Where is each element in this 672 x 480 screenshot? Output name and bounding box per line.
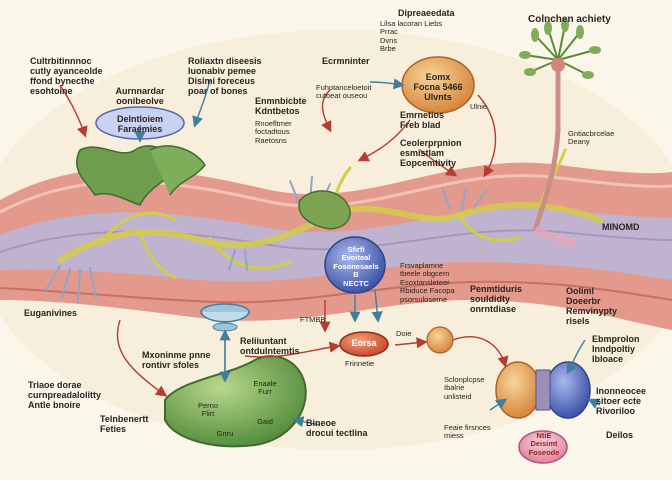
label-diseased-items: Lilsa lacoran Liebs Prrac Dvns Brbe [380, 19, 443, 54]
green-tissue-center [298, 190, 351, 230]
label-blue-cell-note: Frsvaplamne tbeele obgcem Esoxtansleteer… [400, 261, 455, 304]
label-blue-cell: Sfirfi Evoiteal Fosonesaels B NECTC [333, 245, 379, 288]
label-right-upper: Penmtiduris souldidty onrntdiase [470, 284, 523, 315]
label-left-mid-sub: Rnoefltmer foctadtous Raetosns [255, 119, 292, 145]
label-center-box1: Emrnetios Freb blad [400, 110, 445, 131]
neuron-top-right [519, 18, 601, 249]
label-upper-center: Roliaxtn diseesis Iuonabiv pemee Disimi … [188, 56, 262, 97]
label-center-top-note: Fuhotanceloetoit cutoeat ouseou [316, 83, 372, 101]
label-f: FTMBB [300, 315, 326, 324]
label-top-left: Cultrbitinnnoc cutly ayanceolde ffond by… [30, 56, 103, 97]
label-pink-organ: NtiE Deisimt Foseode [528, 431, 560, 457]
label-autoantibody-badge: Delntloiem Faraemies [116, 114, 163, 135]
label-lower-left-mid: Mxoninme pnne rontivr sfoles [142, 350, 211, 371]
arrows-teal [134, 78, 601, 428]
label-right-bottom: Sclonplcpse Ibalrie unlisteid [444, 375, 485, 401]
label-far-right-top: Ooliml Doeerbr Remvinypty risels [566, 286, 618, 327]
label-far-right-lower: Inonneocee sitoer ecte Rivoriloo [596, 386, 647, 417]
label-lower-left: Triaoe dorae curnpreadalolitty Antle bno… [28, 380, 102, 411]
pink-organ [518, 430, 568, 464]
label-top-right: Colnchen achiety [528, 14, 611, 25]
label-red-node: Eorsa [351, 338, 377, 348]
label-bottom-left: Telnbenertt Feties [100, 414, 149, 435]
label-center-box2: Ceolerprpnion esmistlam Eopcemtivity [400, 138, 462, 169]
label-green-organ-3: Gnru [216, 429, 234, 438]
label-red-node-note: Frinnetie [345, 359, 375, 368]
label-left-mid: Enmnbicbte Kdntbetos [255, 96, 307, 117]
label-green-organ-2: Enaale Furr [253, 379, 277, 397]
label-orange-cell-note: Ulnie [470, 102, 488, 111]
label-diseased-header: Dipreaeedata [398, 8, 455, 18]
label-vessel: MINOMD [602, 222, 640, 232]
label-bottom-mid: Bineoe drocui tectlina [306, 418, 368, 439]
green-tissue-left [75, 145, 206, 206]
small-orange-node [426, 326, 454, 354]
label-green-organ: Perno Flirt [197, 401, 218, 419]
dish-structure [200, 303, 250, 332]
label-far-right-bottom: Deilos [606, 430, 634, 440]
label-autoantibody: Aurnnardar oonibeolve [115, 86, 165, 107]
arrows-red [59, 84, 509, 397]
label-left-side: Euganivines [24, 308, 78, 318]
label-center-top: Ecrmninter [322, 56, 370, 66]
label-right-bottom-2: Feaie firsnces miess [444, 423, 491, 441]
blue-cell [324, 236, 386, 294]
label-right-mid: Gntiacbrcelae Deany [568, 129, 615, 147]
label-orange-cell: Eomx Focna 5466 Ulvnts [413, 72, 463, 103]
label-green-organ-4: Gaid [257, 417, 273, 426]
label-lower-center: Reliiuntant ontdulntemtis [240, 336, 300, 357]
label-dose: Doie [396, 329, 412, 338]
label-far-right-mid: Ebmprolon Inndpoltiy Ibloace [592, 334, 640, 365]
